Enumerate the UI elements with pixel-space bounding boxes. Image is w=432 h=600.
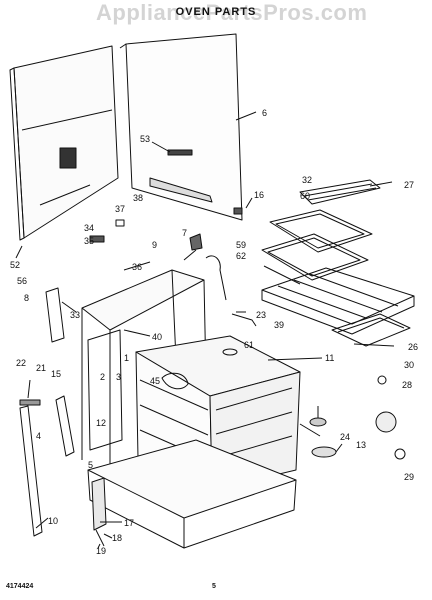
callout-39: 39: [274, 320, 284, 330]
leader-line: [353, 343, 395, 347]
callout-1: 1: [124, 353, 129, 363]
callout-21: 21: [36, 363, 46, 373]
callout-4: 4: [36, 431, 41, 441]
callout-12: 12: [96, 418, 106, 428]
callout-61: 61: [244, 340, 254, 350]
callout-34: 34: [84, 223, 94, 233]
side-strip-icon: [19, 405, 43, 537]
callout-35: 35: [84, 236, 94, 246]
broiler-pan-icon: [261, 209, 373, 281]
callout-23: 23: [256, 310, 266, 320]
door-hinge-icon: [91, 477, 107, 547]
page-title: OVEN PARTS: [175, 6, 257, 18]
leader-line: [97, 543, 101, 549]
duct-icon: [205, 255, 227, 301]
leader-line: [123, 261, 151, 271]
callout-60: 60: [300, 191, 310, 201]
callout-15: 15: [51, 369, 61, 379]
callout-24: 24: [340, 432, 350, 442]
leader-line: [103, 533, 113, 539]
callout-29: 29: [404, 472, 414, 482]
page-number: 5: [212, 583, 216, 590]
leader-line: [151, 141, 171, 153]
callout-3: 3: [116, 372, 121, 382]
switch-icon: [89, 235, 105, 243]
callout-10: 10: [48, 516, 58, 526]
callout-7: 7: [182, 228, 187, 238]
oven-rack-icon: [261, 267, 415, 335]
leader-line: [27, 379, 31, 399]
callout-30: 30: [404, 360, 414, 370]
leader-line: [267, 357, 323, 361]
leader-line: [369, 181, 393, 187]
leader-line: [263, 265, 301, 285]
callout-59: 59: [236, 240, 246, 250]
callout-11: 11: [325, 353, 334, 363]
leader-line: [335, 443, 343, 453]
callout-56: 56: [17, 276, 27, 286]
callout-40: 40: [152, 332, 162, 342]
callout-18: 18: [112, 533, 122, 543]
callout-27: 27: [404, 180, 414, 190]
leveling-leg-icon: [19, 395, 75, 457]
wire-icon: [231, 313, 257, 327]
callout-52: 52: [10, 260, 20, 270]
leader-line: [299, 423, 321, 437]
callout-17: 17: [124, 518, 134, 528]
callout-26: 26: [408, 342, 418, 352]
callout-8: 8: [24, 293, 29, 303]
callout-62: 62: [236, 251, 246, 261]
rear-panel-icon: [119, 33, 243, 221]
block-icon: [189, 233, 203, 251]
leader-line: [123, 329, 151, 337]
callout-16: 16: [254, 190, 264, 200]
callout-13: 13: [356, 440, 366, 450]
callout-32: 32: [302, 175, 312, 185]
callout-28: 28: [402, 380, 412, 390]
filler-strip-icon: [45, 287, 65, 343]
callout-53: 53: [140, 134, 150, 144]
bake-element-icon: [331, 313, 411, 347]
document-number: 4174424: [6, 583, 34, 590]
side-panel-icon: [9, 45, 119, 241]
leader-line: [245, 197, 253, 209]
callout-19: 19: [96, 546, 106, 556]
callout-36: 36: [132, 262, 142, 272]
callout-37: 37: [115, 204, 125, 214]
callout-33: 33: [70, 310, 80, 320]
callout-5: 5: [88, 460, 93, 470]
broil-element-icon: [299, 179, 381, 205]
bracket-icon: [115, 219, 125, 227]
watermark-text: AppliancePartsPros.com: [96, 0, 368, 25]
leader-line: [35, 517, 49, 529]
leader-line: [61, 301, 77, 313]
callout-9: 9: [152, 240, 157, 250]
callout-22: 22: [16, 358, 26, 368]
leader-line: [15, 245, 23, 259]
callout-38: 38: [133, 193, 143, 203]
bottom-panel-icon: [87, 439, 297, 549]
callout-45: 45: [150, 376, 160, 386]
callout-6: 6: [262, 108, 267, 118]
leader-line: [235, 111, 257, 121]
leader-line: [183, 249, 197, 261]
light-socket-icon: [309, 406, 337, 458]
callout-2: 2: [100, 372, 105, 382]
thermostat-icon: [375, 375, 406, 460]
